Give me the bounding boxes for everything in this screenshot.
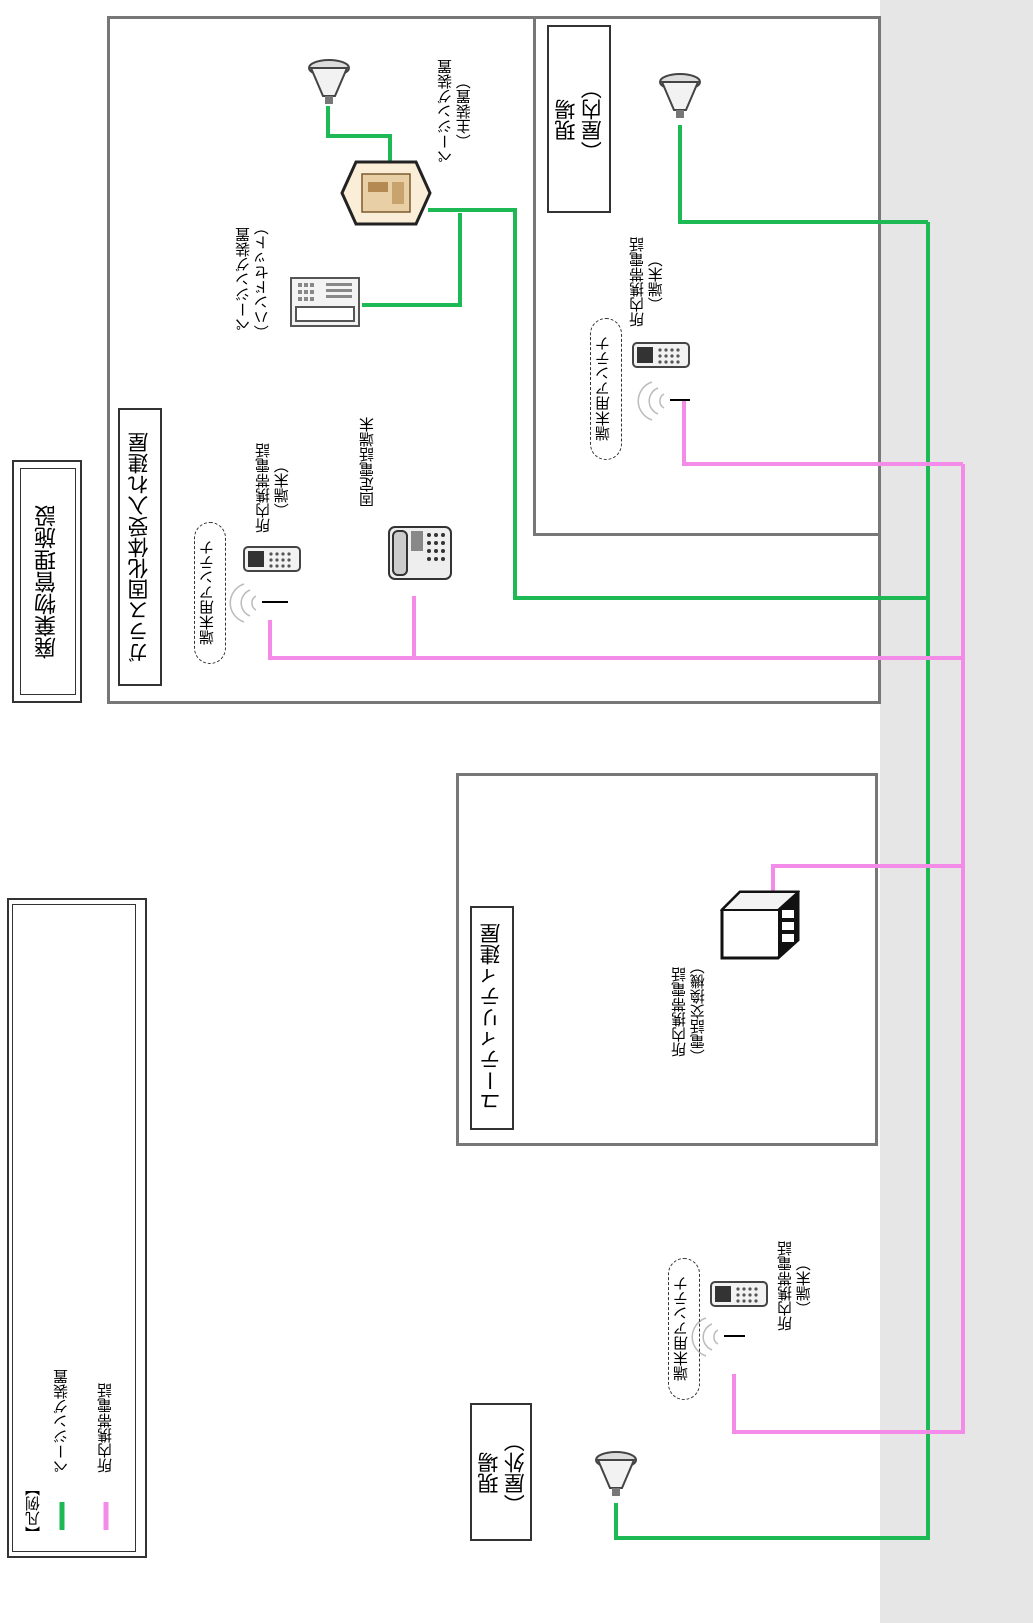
paging-handset-label: ページング装置 （ハンドセット） xyxy=(234,220,271,340)
mobile-line-pbx xyxy=(771,864,963,893)
paging-line-main-trunk xyxy=(428,208,928,600)
antenna-outdoor-box xyxy=(668,1258,700,1400)
facility-title: 廃棄物管理施設 xyxy=(35,505,60,659)
legend-inner-frame xyxy=(12,904,136,1552)
mobile-terminal-outdoor-label: 所内携帯電話 （端末） xyxy=(776,1241,813,1331)
legend-frame xyxy=(7,898,147,1558)
speaker-icon xyxy=(659,73,701,118)
legend-item-paging: ページング装置 xyxy=(52,1369,70,1475)
utility-building-label-box xyxy=(470,906,514,1130)
onsite-indoor-label-box xyxy=(547,25,611,213)
paging-line-main-handset xyxy=(362,213,462,307)
glass-building-label: ガラス固化体受入れ建屋 xyxy=(127,432,151,664)
antenna-indoor-box xyxy=(590,318,622,460)
mobile-terminal-glass-label: 所内携帯電話 （端末） xyxy=(254,443,291,533)
speaker-icon xyxy=(308,59,350,104)
onsite-indoor-label: 現場 （屋内） xyxy=(554,78,605,162)
glass-building-label-box xyxy=(118,408,162,686)
antenna-glass-label: 端末用アンテナ xyxy=(198,540,216,646)
mobile-phone-icon xyxy=(710,1281,768,1307)
paging-line-speaker-main xyxy=(326,106,392,165)
onsite-outdoor-label: 現場 （屋外） xyxy=(477,1431,528,1515)
utility-building-frame xyxy=(456,773,878,1146)
fixed-phone-icon xyxy=(388,526,452,580)
antenna-outdoor-label: 端末用アンテナ xyxy=(672,1276,690,1382)
pbx-label: 所内携帯電話 （電話交換機） xyxy=(670,959,707,1065)
fixed-phone-label: 固定電話端末 xyxy=(358,417,376,507)
antenna-glass-box xyxy=(194,522,226,664)
mobile-terminal-indoor-label: 所内携帯電話 （端末） xyxy=(628,237,665,327)
legend-item-mobile: 所内携帯電話 xyxy=(96,1383,114,1473)
mobile-line-indoor xyxy=(682,400,963,466)
mobile-phone-icon xyxy=(632,342,690,368)
facility-title-box: 廃棄物管理施設 xyxy=(12,460,82,703)
utility-building-label: ユーティリティ建屋 xyxy=(479,923,503,1113)
right-shade xyxy=(880,0,1033,1623)
paging-handset-icon xyxy=(290,277,360,327)
paging-line-indoor-speaker xyxy=(678,125,928,224)
paging-main-label: ページング装置 （主装置） xyxy=(436,59,473,165)
paging-main-unit-icon xyxy=(340,160,432,226)
mobile-line-glass xyxy=(268,620,963,660)
paging-line-trunk xyxy=(614,222,930,1540)
onsite-outdoor-label-box xyxy=(470,1403,532,1541)
mobile-line-trunk xyxy=(732,464,965,1434)
legend-title: 【凡例】 xyxy=(24,1481,42,1541)
speaker-icon xyxy=(595,1451,637,1496)
mobile-phone-icon xyxy=(243,546,301,572)
pbx-icon xyxy=(720,890,800,960)
antenna-indoor-label: 端末用アンテナ xyxy=(594,336,612,442)
